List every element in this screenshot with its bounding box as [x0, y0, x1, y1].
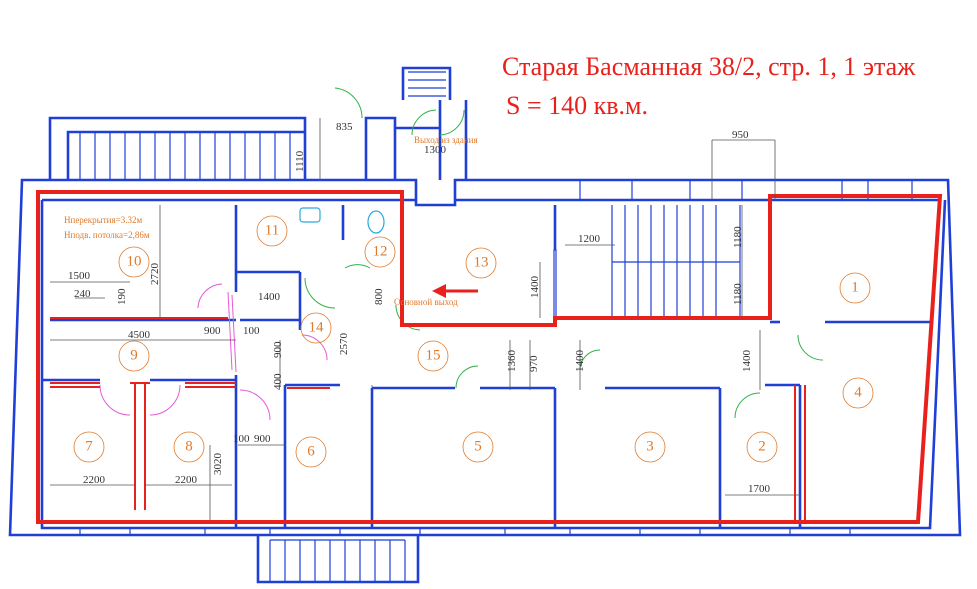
dimension-label: 1500 [68, 270, 91, 282]
dimension-label: 1400 [529, 276, 541, 299]
dimension-label: 1180 [732, 226, 744, 248]
dimension-label: 4500 [128, 329, 151, 341]
dimension-label: 1400 [741, 350, 753, 373]
room-6: 6 [307, 443, 315, 459]
dimension-label: 1300 [424, 144, 447, 156]
dimension-label: 900 [272, 341, 284, 358]
dimension-label: 400 [272, 373, 284, 390]
toilet-icon [367, 210, 385, 234]
plan-title-address: Старая Басманная 38/2, стр. 1, 1 этаж [502, 52, 916, 81]
building-walls [8, 66, 962, 584]
dimension-label: 1200 [578, 233, 601, 245]
dimension-label: 3020 [212, 453, 224, 476]
room-labels: 1 2 3 4 5 6 7 8 9 10 11 12 13 14 15 [73, 215, 874, 468]
room-7: 7 [85, 438, 93, 454]
dimension-label: 800 [373, 288, 385, 305]
dimension-label: 2570 [338, 333, 350, 356]
building-exit-label: Выход из здания [414, 135, 478, 145]
main-exit-label: Основной выход [394, 297, 458, 307]
dimension-label: 970 [528, 355, 540, 372]
dimension-label: 1400 [574, 350, 586, 373]
dimension-labels: 835 1110 1300 950 1180 1200 1180 1400 15… [68, 121, 771, 495]
dimension-label: 900 [204, 325, 221, 337]
room-5: 5 [474, 438, 482, 454]
dimension-label: 1110 [294, 150, 306, 172]
dimension-label: 950 [732, 129, 749, 141]
dimension-label: 1180 [732, 283, 744, 305]
room-10: 10 [127, 253, 142, 269]
room-2: 2 [758, 438, 766, 454]
room-8: 8 [185, 438, 193, 454]
room-13: 13 [474, 254, 489, 270]
rented-area-outline [36, 190, 943, 524]
dimension-label: 2200 [83, 474, 106, 486]
dimension-label: 2720 [149, 263, 161, 286]
staircase-icon [553, 249, 557, 319]
plan-title-area: S = 140 кв.м. [506, 91, 648, 120]
suspended-ceiling-note: Hподв. потолка=2,86м [64, 230, 150, 240]
room-1: 1 [851, 279, 859, 295]
room-3: 3 [646, 438, 654, 454]
room-11: 11 [265, 222, 279, 238]
dimension-lines [50, 118, 800, 520]
dimension-label: 2200 [175, 474, 198, 486]
dimension-label: 190 [116, 288, 128, 305]
room-12: 12 [373, 243, 388, 259]
dimension-label: 835 [336, 121, 353, 133]
dimension-label: 240 [74, 288, 91, 300]
sink-icon [299, 207, 321, 223]
room-4: 4 [854, 384, 862, 400]
dimension-label: 1360 [506, 350, 518, 373]
room-15: 15 [426, 347, 441, 363]
dimension-label: 100 [243, 325, 260, 337]
dimension-label: 1700 [748, 483, 771, 495]
arrow-left-icon [432, 284, 478, 298]
dimension-label: 100 [233, 433, 250, 445]
room-9: 9 [130, 347, 138, 363]
dimension-label: 1400 [258, 291, 281, 303]
ceiling-height-note: Hперекрытия=3.32м [64, 215, 143, 225]
dimension-label: 900 [254, 433, 271, 445]
partition-doors [99, 283, 328, 421]
room-14: 14 [309, 319, 325, 335]
doors [304, 87, 824, 419]
